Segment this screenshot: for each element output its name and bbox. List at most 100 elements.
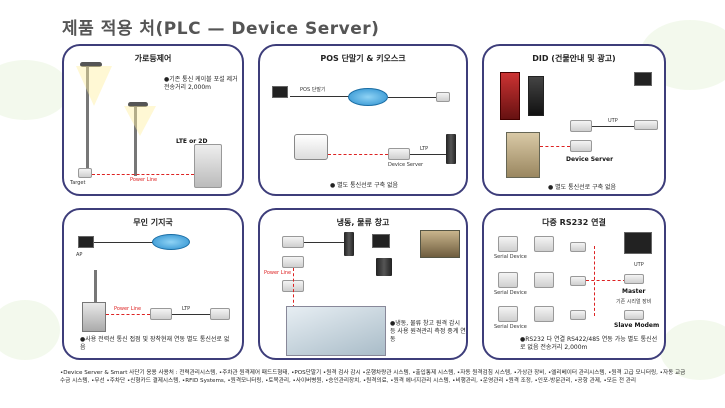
pc-monitor (634, 72, 652, 86)
panel-rs232: 다중 RS232 연결 Serial Device Serial Device … (482, 208, 666, 360)
panel-title: POS 단말기 & 키오스크 (320, 54, 406, 63)
network-line (410, 154, 446, 155)
network-cloud (152, 234, 190, 250)
panel-title: 가로등제어 (134, 54, 172, 63)
panel-title: 다중 RS232 연결 (542, 218, 606, 227)
pc-monitor (624, 232, 652, 254)
lte-label: LTE or 2D (176, 138, 208, 145)
network-device (210, 308, 230, 320)
panel-base-station: 무인 기지국 AP Power Line LTP ●사용 전력선 통신 접점 및… (62, 208, 244, 360)
network-cloud (348, 88, 388, 106)
power-line (106, 314, 150, 315)
master-note: 기존 시리얼 장비 (616, 299, 652, 305)
slave-modem (624, 310, 644, 320)
network-line (304, 242, 344, 243)
network-switch (634, 120, 658, 130)
panel-pos-kiosk: POS 단말기 & 키오스크 POS 단말기 Device Server LTP… (258, 44, 468, 196)
panel-note: ●사용 전력선 통신 접점 및 장착현재 연동 별도 통신선로 없음 (80, 336, 230, 352)
ap-label: AP (76, 252, 83, 258)
pos-label: POS 단말기 (300, 87, 326, 93)
power-line-label: Power Line (114, 306, 142, 312)
device-server (570, 310, 586, 320)
device-server (282, 236, 304, 248)
network-line (290, 96, 350, 97)
page-title: 제품 적용 처(PLC — Device Server) (62, 19, 380, 39)
pc-monitor (272, 86, 288, 98)
background-leaf (0, 60, 70, 120)
panel-note: ●냉동, 물류 창고 원격 감시 등 사용 원격관리 측정 중계 연동 (390, 320, 466, 344)
device-server-label: Device Server (388, 162, 424, 168)
antenna-mast (94, 270, 97, 306)
background-leaf (660, 320, 725, 380)
network-device (436, 92, 450, 102)
panel-title: 무인 기지국 (133, 218, 173, 227)
power-line (328, 154, 388, 155)
server-rack (376, 258, 392, 276)
power-line (293, 268, 294, 308)
base-station-cabinet (82, 302, 106, 332)
serial-device (534, 272, 554, 288)
power-line (540, 146, 570, 147)
power-line-label: Power Line (130, 177, 158, 183)
server-tower (446, 134, 456, 164)
did-kiosk (500, 72, 520, 120)
panel-note: ●기존 통신 케이블 포설 제거 전송거리 2,000m (164, 76, 238, 92)
device-server (282, 256, 304, 268)
pc-monitor (78, 236, 94, 248)
serial-device-label: Serial Device (494, 254, 527, 260)
utp-label: UTP (634, 262, 644, 268)
elevator-display (506, 132, 540, 178)
street-lamp-head (128, 102, 148, 107)
panel-did: DID (건물안내 및 광고) Device Server UTP ● 별도 통… (482, 44, 666, 196)
lamp-light-cone (124, 106, 156, 136)
power-line (594, 246, 595, 316)
panel-note: ● 별도 통신선로 구축 없음 (548, 184, 617, 191)
network-line (172, 314, 210, 315)
utp-label: UTP (608, 118, 618, 124)
background-leaf (0, 300, 60, 360)
network-line (94, 242, 154, 243)
panel-title: DID (건물안내 및 광고) (532, 54, 616, 63)
cold-storage-photo (286, 306, 386, 356)
network-line (592, 126, 636, 127)
panel-title: 냉동, 물류 창고 (336, 218, 390, 227)
power-line (92, 174, 194, 175)
device-server (570, 276, 586, 286)
slave-modem-label: Slave Modem (614, 322, 660, 329)
panel-note: ● 별도 통신선로 구축 없음 (330, 182, 399, 189)
street-lamp-head (80, 62, 102, 67)
pos-terminal (294, 134, 328, 160)
power-line-label: Power Line (264, 270, 292, 276)
did-display (528, 76, 544, 116)
serial-device (534, 306, 554, 322)
ltp-label: LTP (182, 306, 191, 312)
target-device (78, 168, 92, 178)
master-modem (624, 274, 644, 284)
control-cabinet (194, 144, 222, 188)
street-lamp-pole (134, 106, 137, 176)
device-server (570, 140, 592, 152)
device-server-label: Device Server (566, 156, 614, 163)
panel-street-light: 가로등제어 ●기존 통신 케이블 포설 제거 전송거리 2,000m LTE o… (62, 44, 244, 196)
serial-device-label: Serial Device (494, 290, 527, 296)
device-server (570, 242, 586, 252)
device-server (388, 148, 410, 160)
footer-usage-list: •Device Server & Smart 사단기 응용 사용처 : 전력관리… (60, 370, 686, 384)
serial-device (498, 272, 518, 288)
serial-device-label: Serial Device (494, 324, 527, 330)
serial-device (534, 236, 554, 252)
panel-warehouse: 냉동, 물류 창고 Power Line ●냉동, 물류 창고 원격 감시 등 … (258, 208, 468, 360)
target-label: Target (70, 180, 86, 186)
network-line (388, 97, 438, 98)
street-lamp-pole (86, 66, 89, 176)
device-server (570, 120, 592, 132)
lamp-light-cone (76, 66, 112, 106)
power-line (586, 280, 626, 281)
warehouse-photo (420, 230, 460, 258)
serial-device (498, 306, 518, 322)
device-server (150, 308, 172, 320)
ltp-label: LTP (420, 146, 429, 152)
master-label: Master (622, 288, 646, 295)
pc-monitor (372, 234, 390, 248)
serial-device (498, 236, 518, 252)
